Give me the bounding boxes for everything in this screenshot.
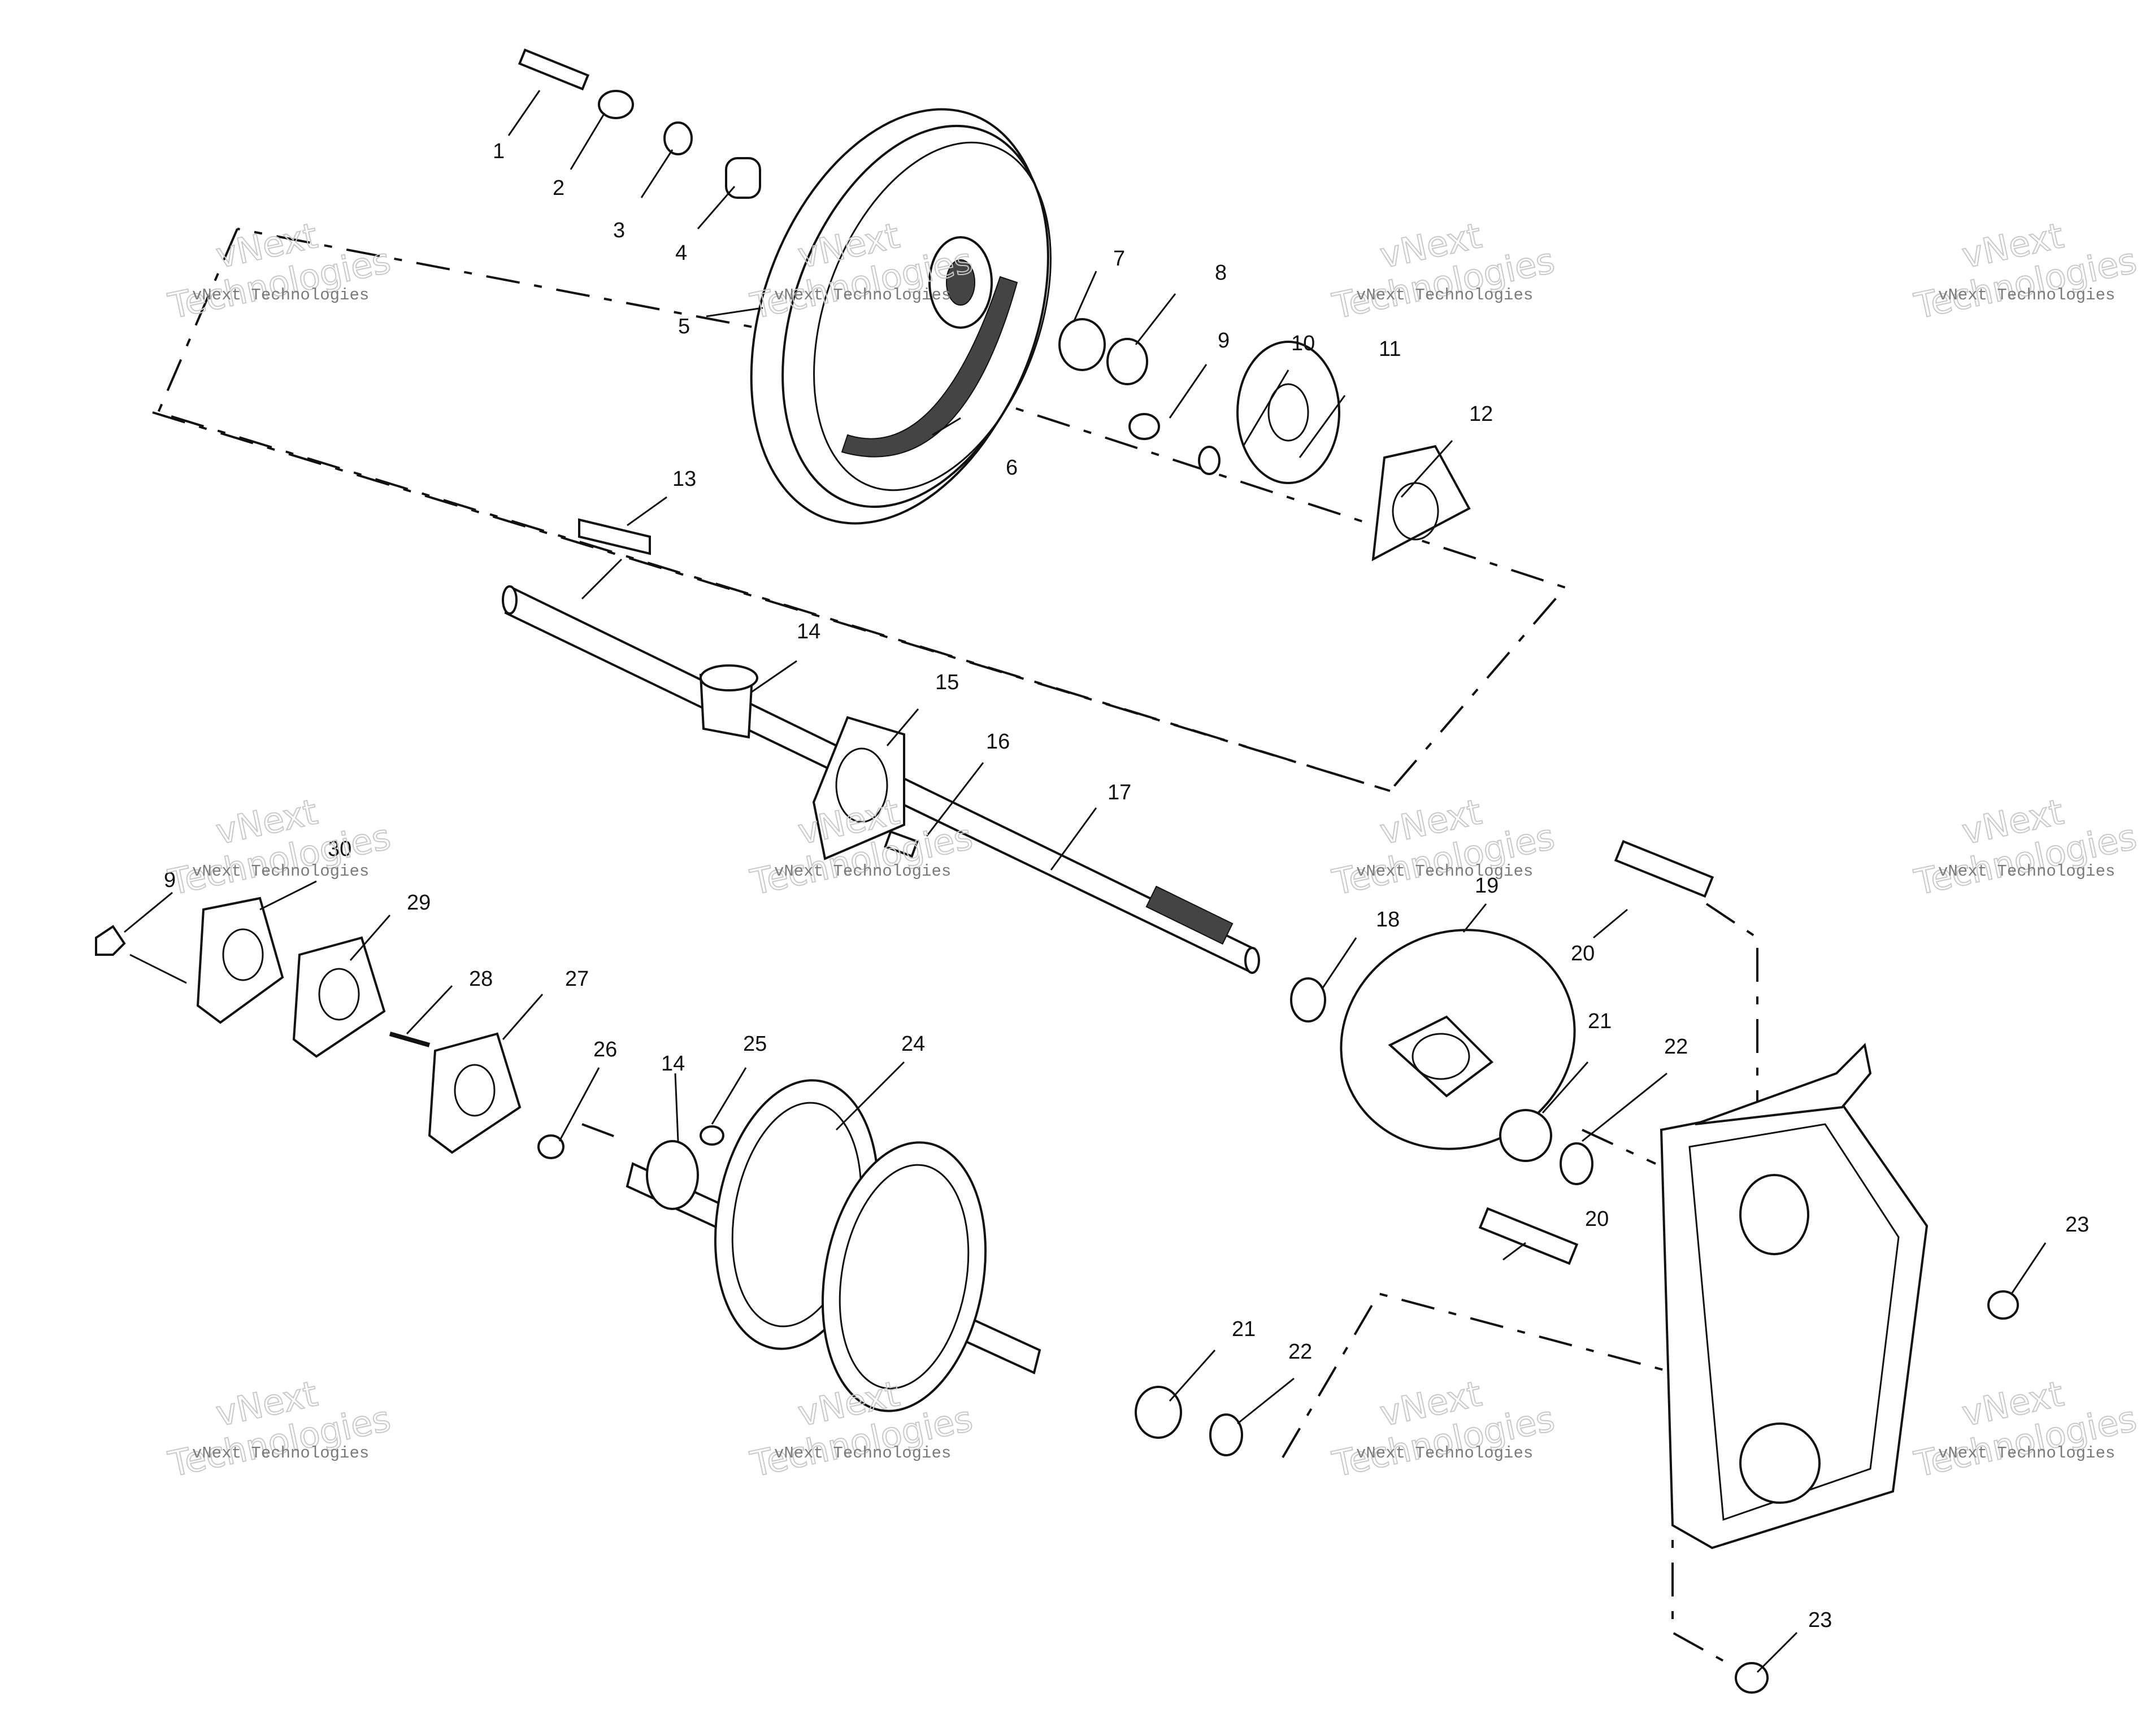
callout-14-upper: 14: [797, 620, 820, 643]
watermark: vNext Technologies vNext Technologies: [1910, 1372, 2141, 1486]
callout-29: 29: [407, 891, 431, 915]
callout-10: 10: [1291, 332, 1315, 355]
callout-4: 4: [675, 241, 687, 265]
svg-text:vNext Technologies: vNext Technologies: [1356, 862, 1533, 881]
callout-5: 5: [678, 315, 690, 338]
watermark: vNext Technologies vNext Technologies: [164, 790, 395, 904]
svg-text:vNext Technologies: vNext Technologies: [774, 286, 951, 304]
callout-8: 8: [1215, 261, 1227, 285]
watermark: vNext Technologies vNext Technologies: [1328, 1372, 1559, 1486]
callout-19: 19: [1475, 874, 1499, 898]
callout-21-lower: 21: [1232, 1317, 1256, 1341]
svg-text:vNext Technologies: vNext Technologies: [774, 1444, 951, 1463]
callout-16: 16: [986, 730, 1010, 754]
top-hardware: [518, 48, 1471, 562]
chaincase: [1135, 839, 2019, 1694]
svg-text:vNext Technologies: vNext Technologies: [192, 1444, 369, 1463]
callout-7: 7: [1113, 247, 1125, 271]
callout-22-lower: 22: [1288, 1340, 1312, 1364]
watermark: vNext Technologies vNext Technologies: [164, 1372, 395, 1486]
callout-14-lower: 14: [661, 1052, 685, 1076]
watermark: vNext Technologies vNext Technologies: [1328, 790, 1559, 904]
svg-text:vNext Technologies: vNext Technologies: [1356, 286, 1533, 304]
callout-27: 27: [565, 967, 589, 991]
svg-text:vNext Technologies: vNext Technologies: [1938, 1444, 2115, 1463]
watermark: vNext Technologies vNext Technologies: [164, 214, 395, 328]
large-sprocket: [750, 108, 1052, 525]
callout-24: 24: [901, 1032, 925, 1056]
callout-11: 11: [1379, 337, 1401, 361]
callout-18: 18: [1376, 908, 1400, 932]
left-bearing-set: [95, 897, 564, 1159]
callout-3: 3: [613, 219, 625, 242]
track-drive-assembly: [626, 1079, 1041, 1412]
callout-20-lower: 20: [1585, 1207, 1609, 1231]
svg-text:vNext Technologies: vNext Technologies: [1356, 1444, 1533, 1463]
watermark: vNext Technologies vNext Technologies: [1910, 214, 2141, 328]
svg-text:vNext Technologies: vNext Technologies: [774, 862, 951, 881]
leader-lines: [124, 90, 2047, 1673]
svg-text:vNext Technologies: vNext Technologies: [192, 862, 369, 881]
callout-13: 13: [672, 467, 696, 491]
watermark: vNext Technologies vNext Technologies: [1328, 214, 1559, 328]
callout-26: 26: [593, 1038, 617, 1061]
callout-9-left: 9: [164, 868, 176, 892]
callout-30: 30: [328, 837, 351, 861]
callout-15: 15: [935, 671, 959, 694]
callout-28: 28: [469, 967, 493, 991]
bearing-flange-15: [812, 716, 919, 860]
callout-23-upper: 23: [2065, 1213, 2089, 1237]
callout-9: 9: [1218, 329, 1230, 353]
svg-text:vNext Technologies: vNext Technologies: [1938, 286, 2115, 304]
callout-1: 1: [493, 140, 505, 163]
callout-25: 25: [743, 1032, 767, 1056]
callout-23-lower: 23: [1808, 1608, 1832, 1632]
callout-22-upper: 22: [1664, 1035, 1688, 1059]
callout-21-upper: 21: [1588, 1010, 1612, 1033]
callout-12: 12: [1469, 402, 1493, 426]
svg-text:vNext Technologies: vNext Technologies: [192, 286, 369, 304]
watermark: vNext Technologies vNext Technologies: [1910, 790, 2141, 904]
svg-text:vNext Technologies: vNext Technologies: [1938, 862, 2115, 881]
brake-disc-19: [1290, 929, 1576, 1150]
callout-17: 17: [1108, 781, 1131, 804]
callout-6: 6: [1006, 456, 1018, 480]
callout-labels: 1 2 3 4 5 6 7 8 9 10 11 12 13 14 14 15 1…: [164, 140, 2089, 1632]
callout-20-upper: 20: [1571, 942, 1595, 965]
callout-2: 2: [553, 176, 564, 200]
